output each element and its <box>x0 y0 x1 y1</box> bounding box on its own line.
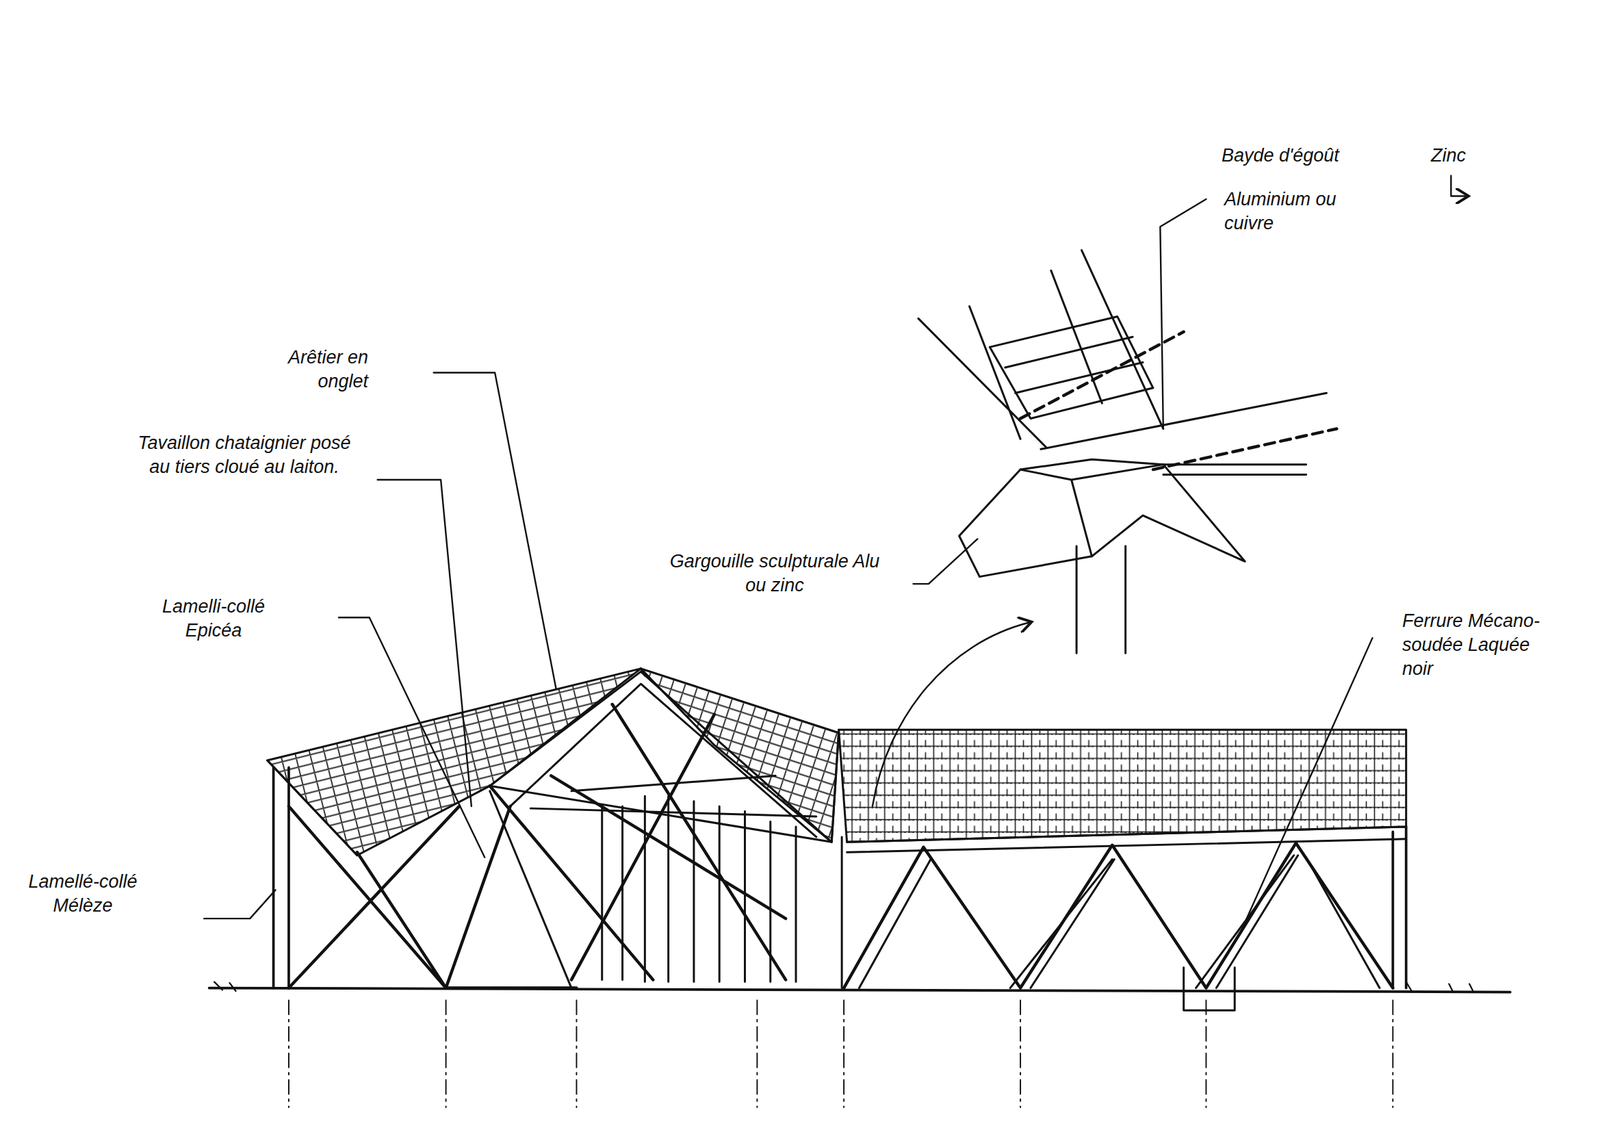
annotation-label: Aluminium ou cuivre <box>1222 186 1347 237</box>
annotation-label: Lamellé-collé Mélèze <box>22 869 144 919</box>
annotation-label: Tavaillon chataignier posé au tiers clou… <box>132 430 356 480</box>
annotation-label: Lamelli-collé Epicéa <box>143 594 285 644</box>
annotation-label: Bayde d'égoût <box>1219 143 1429 169</box>
annotation-label: Gargouille sculpturale Alu ou zinc <box>663 548 887 599</box>
annotation-label: Arêtier en onglet <box>249 344 371 395</box>
annotation-label: Zinc <box>1428 143 1516 169</box>
annotation-label: Ferrure Mécano-soudée Laquée noir <box>1400 608 1555 682</box>
